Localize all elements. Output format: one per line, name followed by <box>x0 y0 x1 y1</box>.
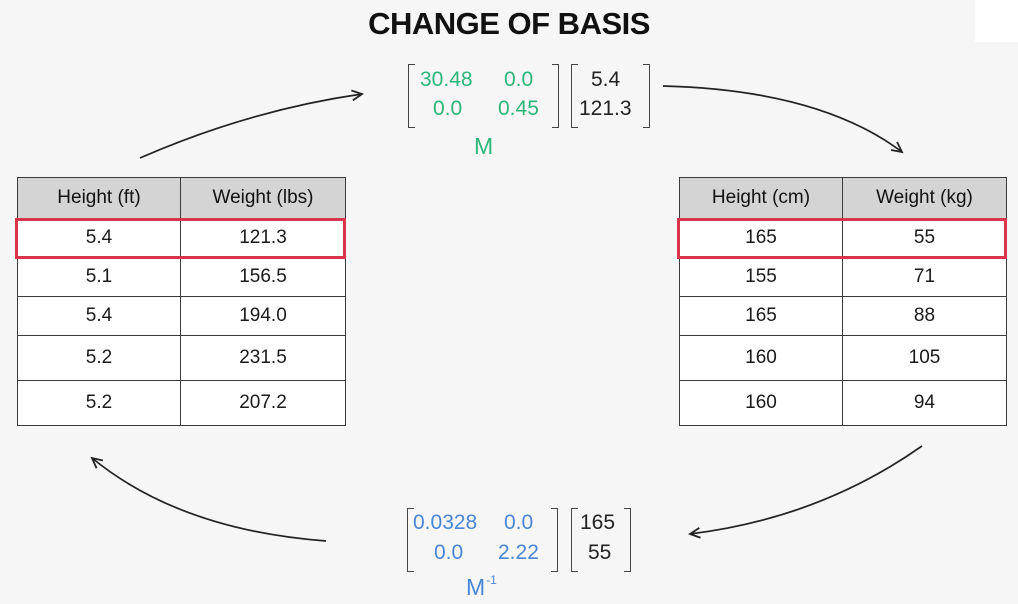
table-cell: 5.2 <box>17 380 181 426</box>
table-row: 5.4 121.3 <box>17 218 346 258</box>
table-row: 155 71 <box>679 257 1007 297</box>
right-bracket <box>624 508 631 572</box>
table-cell: 121.3 <box>180 218 346 258</box>
arrow-bottom-to-left <box>90 456 327 542</box>
matrix-label: M <box>474 133 494 159</box>
matrix-label: M-1 <box>466 573 497 600</box>
matrix-cell: 0.45 <box>498 97 539 120</box>
table-cell: 5.4 <box>17 296 181 336</box>
vector-cell: 5.4 <box>591 68 621 91</box>
left-bracket <box>571 508 578 572</box>
table-cell: 94 <box>842 380 1007 426</box>
left-bracket <box>571 64 578 128</box>
table-row: 5.4 194.0 <box>17 296 346 336</box>
matrix-cell: 30.48 <box>420 68 473 91</box>
table-cell: 160 <box>679 380 843 426</box>
table-header-row: Height (ft) Weight (lbs) <box>17 177 346 219</box>
matrix-cell: 0.0 <box>504 511 534 534</box>
matrix-cell: 2.22 <box>498 541 539 564</box>
matrix-cell: 0.0 <box>434 541 464 564</box>
matrix-cell: 0.0 <box>504 68 534 91</box>
arrow-right-to-bottom <box>688 445 923 539</box>
table-row: 5.2 207.2 <box>17 380 346 426</box>
vector-cell: 165 <box>580 511 616 534</box>
table-header-row: Height (cm) Weight (kg) <box>679 177 1007 219</box>
left-bracket <box>408 64 415 128</box>
arrow-left-to-top <box>139 89 364 159</box>
blank-corner <box>975 0 1018 42</box>
table-cell: 55 <box>842 218 1007 258</box>
left-bracket <box>407 508 414 572</box>
table-cell: 105 <box>842 335 1007 381</box>
table-row: 5.2 231.5 <box>17 335 346 381</box>
table-row: 5.1 156.5 <box>17 257 346 297</box>
table-cell: 194.0 <box>180 296 346 336</box>
table-cell: 5.4 <box>17 218 181 258</box>
vector-cell: 55 <box>588 541 612 564</box>
arrow-top-to-right <box>662 85 904 154</box>
right-bracket <box>552 64 559 128</box>
right-bracket <box>643 64 650 128</box>
table-row: 160 105 <box>679 335 1007 381</box>
vector-cell: 121.3 <box>579 97 632 120</box>
matrix-cell: 0.0328 <box>413 511 478 534</box>
page-title: CHANGE OF BASIS <box>368 6 650 41</box>
table-row: 160 94 <box>679 380 1007 426</box>
table-cell: 231.5 <box>180 335 346 381</box>
inverse-superscript: -1 <box>486 573 497 587</box>
right-bracket <box>551 508 558 572</box>
matrix-cell: 0.0 <box>433 97 463 120</box>
right-table-cm-kg: Height (cm) Weight (kg) 165 55 155 71 16… <box>679 177 1007 426</box>
table-row: 165 55 <box>679 218 1007 258</box>
table-cell: 207.2 <box>180 380 346 426</box>
column-header: Weight (kg) <box>842 177 1007 219</box>
table-cell: 5.2 <box>17 335 181 381</box>
table-cell: 71 <box>842 257 1007 297</box>
table-row: 165 88 <box>679 296 1007 336</box>
table-cell: 155 <box>679 257 843 297</box>
